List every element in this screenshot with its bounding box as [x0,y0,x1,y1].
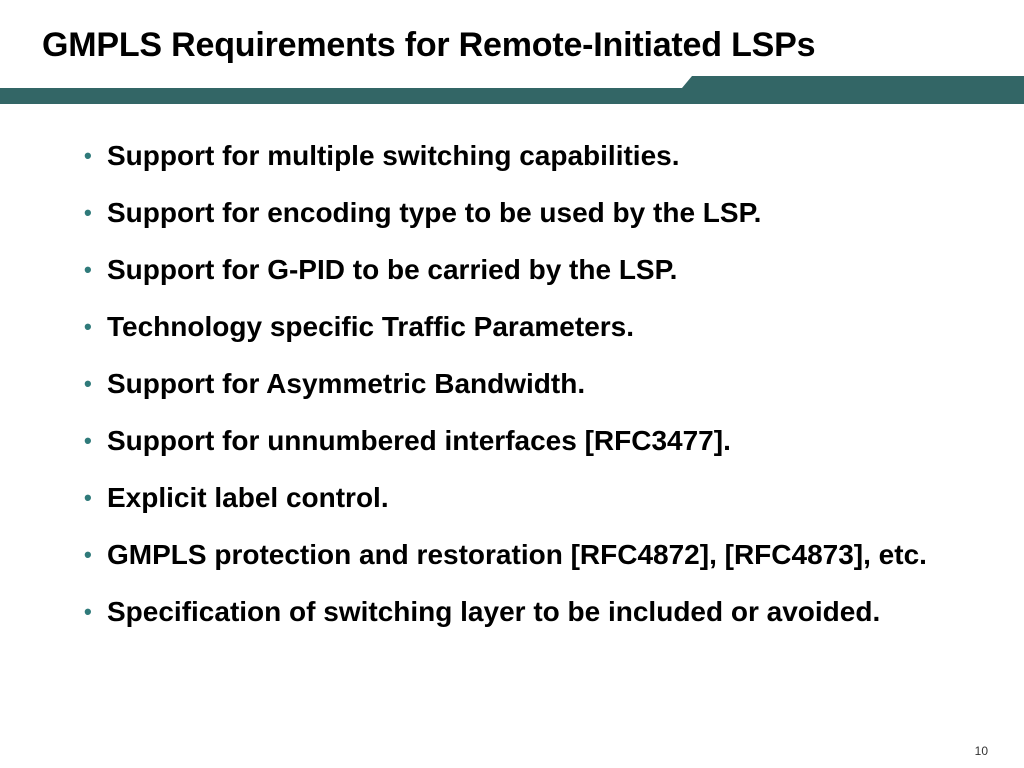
bullet-dot-icon: • [84,143,92,168]
bullet-item: • Support for unnumbered interfaces [RFC… [80,419,980,463]
bullet-text: Support for multiple switching capabilit… [107,140,680,171]
bullet-item: • Specification of switching layer to be… [80,590,980,634]
title-bar-main [0,88,1024,104]
bullet-dot-icon: • [84,542,92,567]
bullet-dot-icon: • [84,599,92,624]
title-bar-raised [682,76,1024,88]
bullet-text: Specification of switching layer to be i… [107,596,881,627]
bullet-text: Support for Asymmetric Bandwidth. [107,368,586,399]
bullet-dot-icon: • [84,371,92,396]
bullet-text: Support for encoding type to be used by … [107,197,762,228]
bullet-list: • Support for multiple switching capabil… [80,134,980,647]
title-accent-bar [0,76,1024,104]
bullet-text: Support for G-PID to be carried by the L… [107,254,678,285]
bullet-item: • Technology specific Traffic Parameters… [80,305,980,349]
bullet-text: Explicit label control. [107,482,389,513]
bullet-item: • GMPLS protection and restoration [RFC4… [80,533,980,577]
bullet-dot-icon: • [84,257,92,282]
bullet-item: • Support for multiple switching capabil… [80,134,980,178]
bullet-item: • Support for encoding type to be used b… [80,191,980,235]
bullet-item: • Support for Asymmetric Bandwidth. [80,362,980,406]
bullet-text: Support for unnumbered interfaces [RFC34… [107,425,731,456]
page-number: 10 [974,744,988,758]
bullet-dot-icon: • [84,428,92,453]
bullet-text: GMPLS protection and restoration [RFC487… [107,539,927,570]
bullet-item: • Support for G-PID to be carried by the… [80,248,980,292]
slide-title: GMPLS Requirements for Remote-Initiated … [42,26,816,64]
bullet-dot-icon: • [84,200,92,225]
bullet-item: • Explicit label control. [80,476,980,520]
bullet-dot-icon: • [84,485,92,510]
bullet-text: Technology specific Traffic Parameters. [107,311,635,342]
bullet-dot-icon: • [84,314,92,339]
